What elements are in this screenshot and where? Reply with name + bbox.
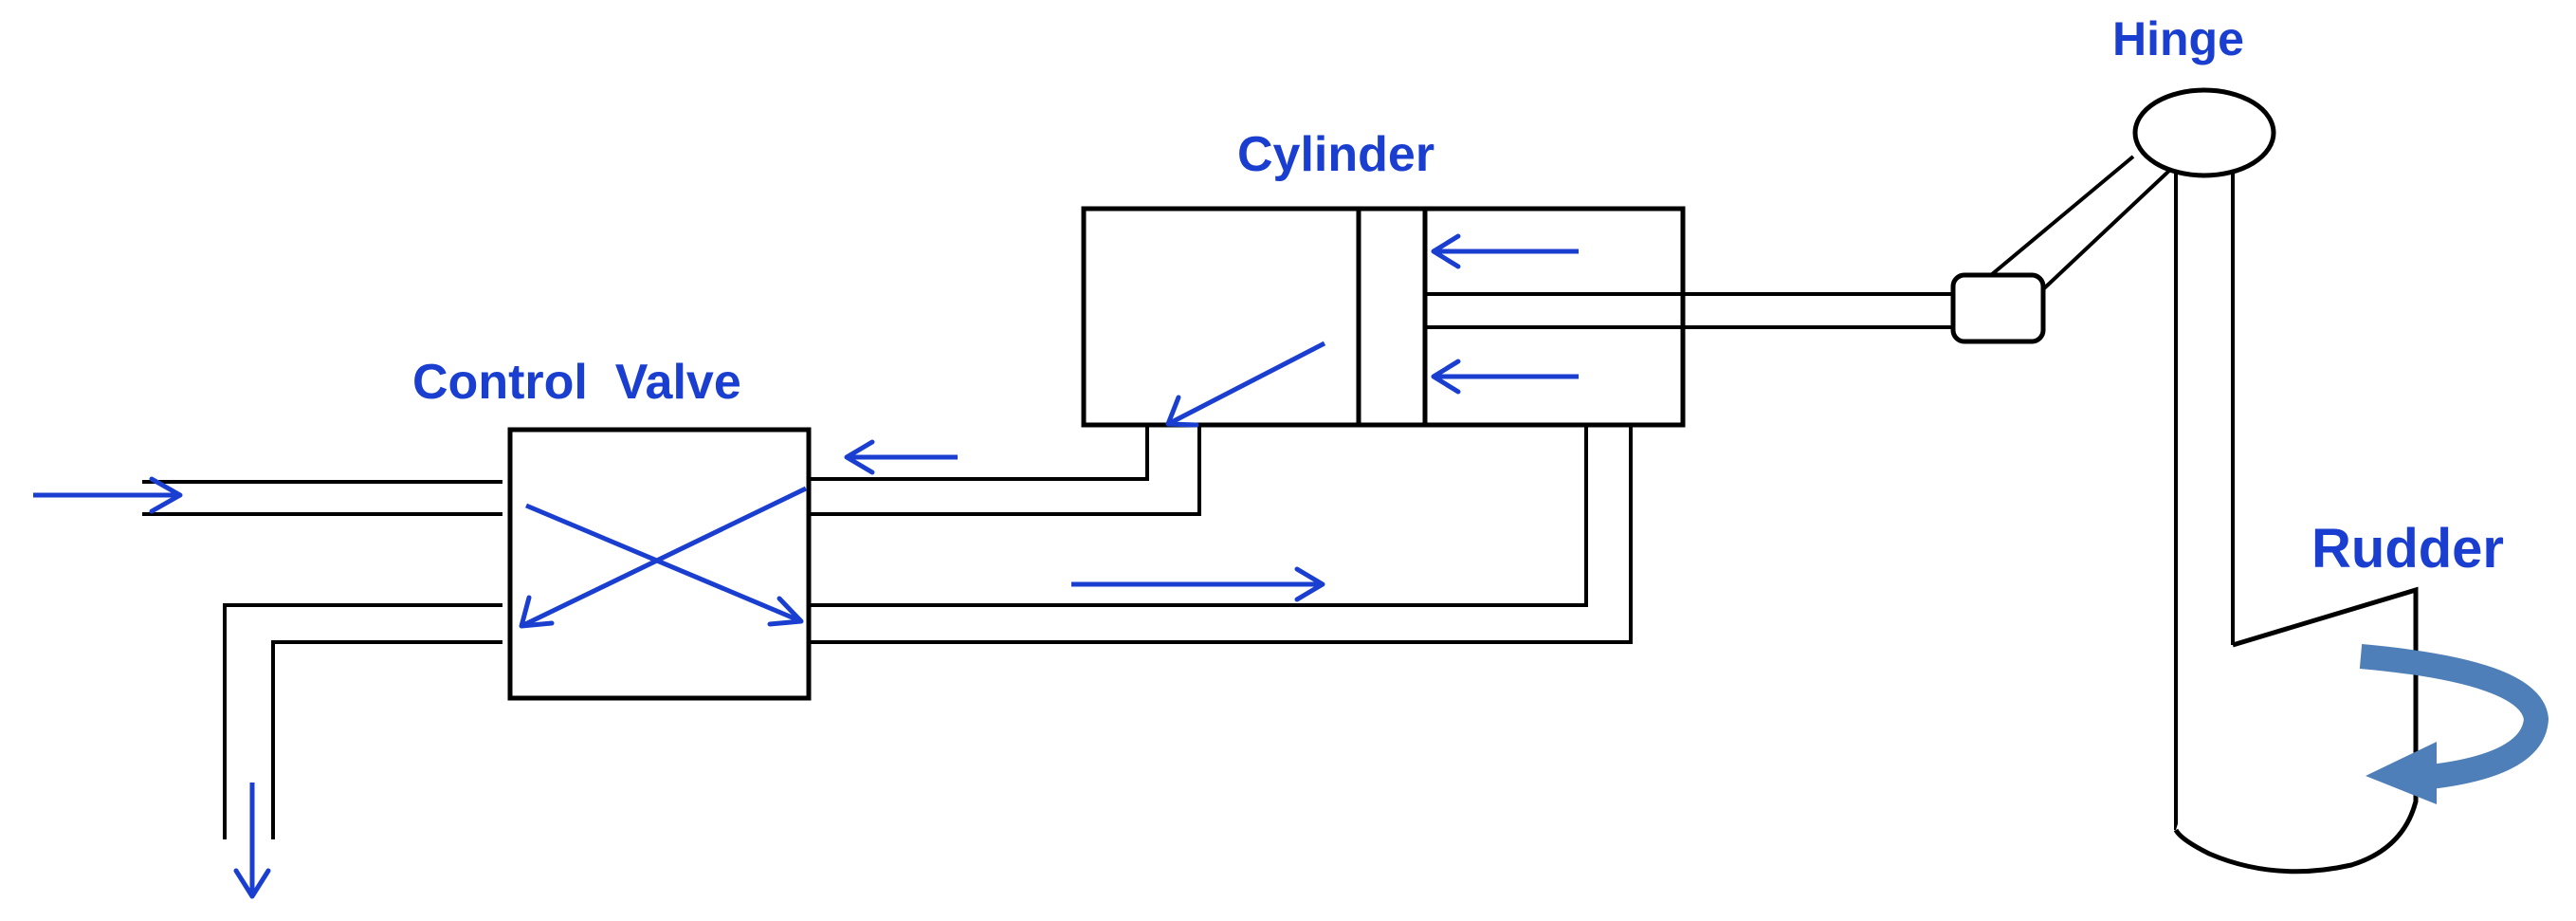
rudder xyxy=(2173,174,2419,875)
inlet-flow-arrow xyxy=(33,476,183,514)
drain-pipe xyxy=(223,603,502,839)
inlet-pipe xyxy=(142,480,502,516)
label-hinge: Hinge xyxy=(2112,12,2244,65)
cylinder-supply-line xyxy=(809,425,1633,644)
hinge xyxy=(2132,87,2276,178)
piston xyxy=(1356,206,1428,428)
rudder-blade xyxy=(2173,586,2419,875)
label-rudder: Rudder xyxy=(2311,518,2504,580)
rudder-rotation-arrow xyxy=(2359,644,2549,804)
rod-end-block xyxy=(1950,272,2046,344)
drain-flow-arrow xyxy=(233,783,271,899)
valve-cross-flow-2 xyxy=(520,486,808,629)
control-valve xyxy=(507,427,812,701)
label-control-valve: Control Valve xyxy=(412,355,741,410)
return-flow-arrow xyxy=(844,439,958,475)
hydraulic-cylinder xyxy=(1081,206,1955,428)
tiller-linkage xyxy=(1950,155,2173,344)
supply-flow-arrow xyxy=(1071,566,1325,602)
valve-cross-flow-1 xyxy=(525,503,802,624)
label-cylinder: Cylinder xyxy=(1237,127,1434,182)
cylinder-return-line xyxy=(809,425,1201,516)
